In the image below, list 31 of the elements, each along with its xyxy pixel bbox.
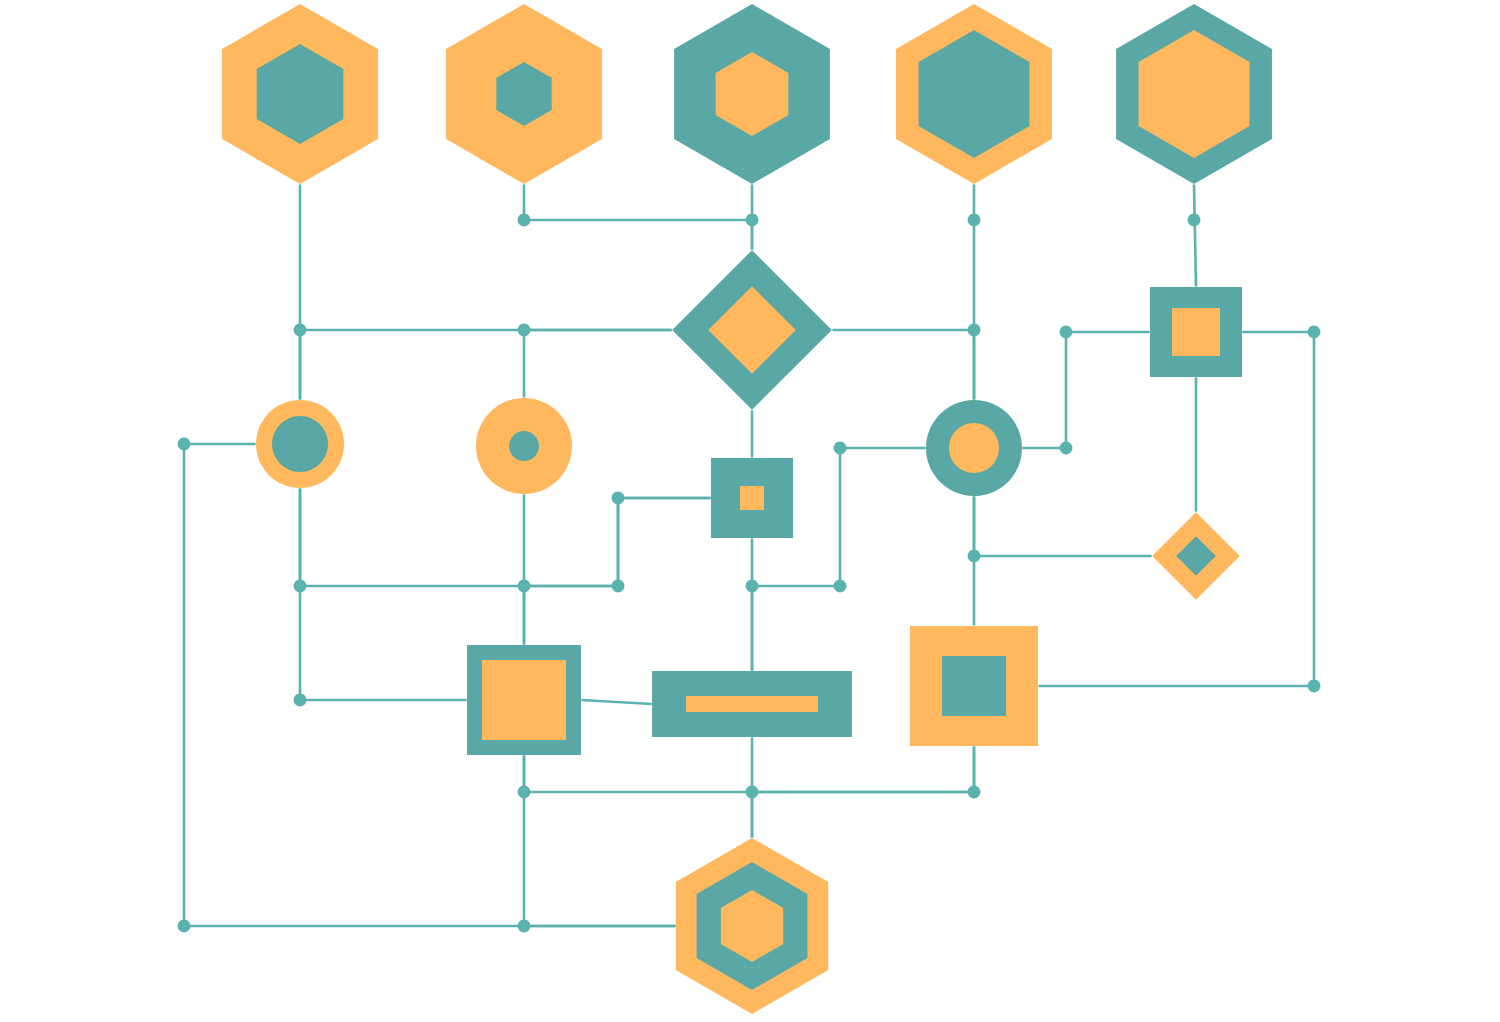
square-shape [910, 626, 1038, 746]
diamond-shape [672, 250, 832, 410]
hexagon-shape [222, 4, 378, 184]
ring-shape [926, 400, 1022, 496]
diamond-shape [1152, 512, 1240, 600]
connector-line [750, 184, 754, 250]
ring-shape [256, 400, 344, 488]
connector-line [581, 698, 652, 706]
connector-line [1022, 330, 1150, 450]
connector-line [182, 442, 676, 928]
connector-line [298, 488, 711, 588]
connector-line [522, 328, 672, 398]
connector-line [1194, 377, 1198, 512]
hexagon-shape [675, 838, 829, 1014]
hexagon-shape [1116, 4, 1272, 184]
square-shape [1150, 287, 1242, 377]
connector-line [832, 328, 976, 400]
square-shape [467, 645, 581, 755]
connector-line [750, 746, 976, 838]
connector-line [522, 494, 526, 645]
square-shape [711, 458, 793, 538]
connector-line [1192, 184, 1198, 287]
hexagon-shape [896, 4, 1052, 184]
hexagon-shape [674, 4, 830, 184]
bar-shape [652, 671, 852, 737]
ring-shape [476, 398, 572, 494]
connector-line [1038, 330, 1316, 688]
hexagon-shape [446, 4, 602, 184]
connector-line [750, 538, 754, 671]
connector-line [750, 410, 754, 458]
connector-line [972, 496, 1152, 558]
